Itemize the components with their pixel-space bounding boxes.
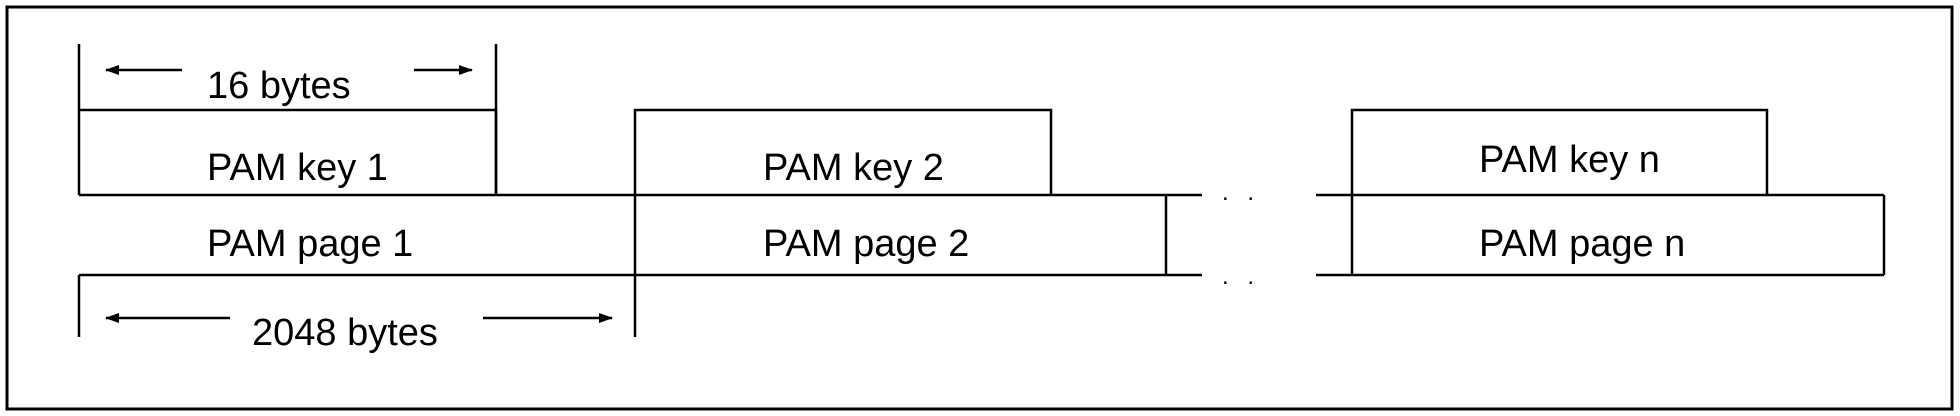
pam-key-2-label: PAM key 2 — [763, 147, 944, 189]
pam-key-2-box: PAM key 2 — [633, 108, 1053, 195]
pam-page-1-label: PAM page 1 — [207, 223, 413, 265]
pam-key-1-label: PAM key 1 — [207, 147, 388, 189]
page-width-dimension: 2048 bytes — [105, 312, 613, 354]
pam-page-2-label: PAM page 2 — [763, 223, 969, 265]
key-width-dimension: 16 bytes — [77, 44, 498, 195]
ellipsis-bottom: . . — [1222, 263, 1260, 290]
key-width-label: 16 bytes — [207, 65, 351, 107]
outer-frame — [5, 5, 1954, 411]
pam-page-n-label: PAM page n — [1479, 223, 1685, 265]
page-width-label: 2048 bytes — [252, 312, 438, 354]
pam-key-n-label: PAM key n — [1479, 139, 1660, 181]
pam-key-1-box: PAM key 1 — [79, 108, 498, 195]
pam-key-n-box: PAM key n — [1350, 108, 1769, 195]
pam-page-row — [77, 193, 1886, 337]
ellipsis-top: . . — [1222, 179, 1260, 206]
